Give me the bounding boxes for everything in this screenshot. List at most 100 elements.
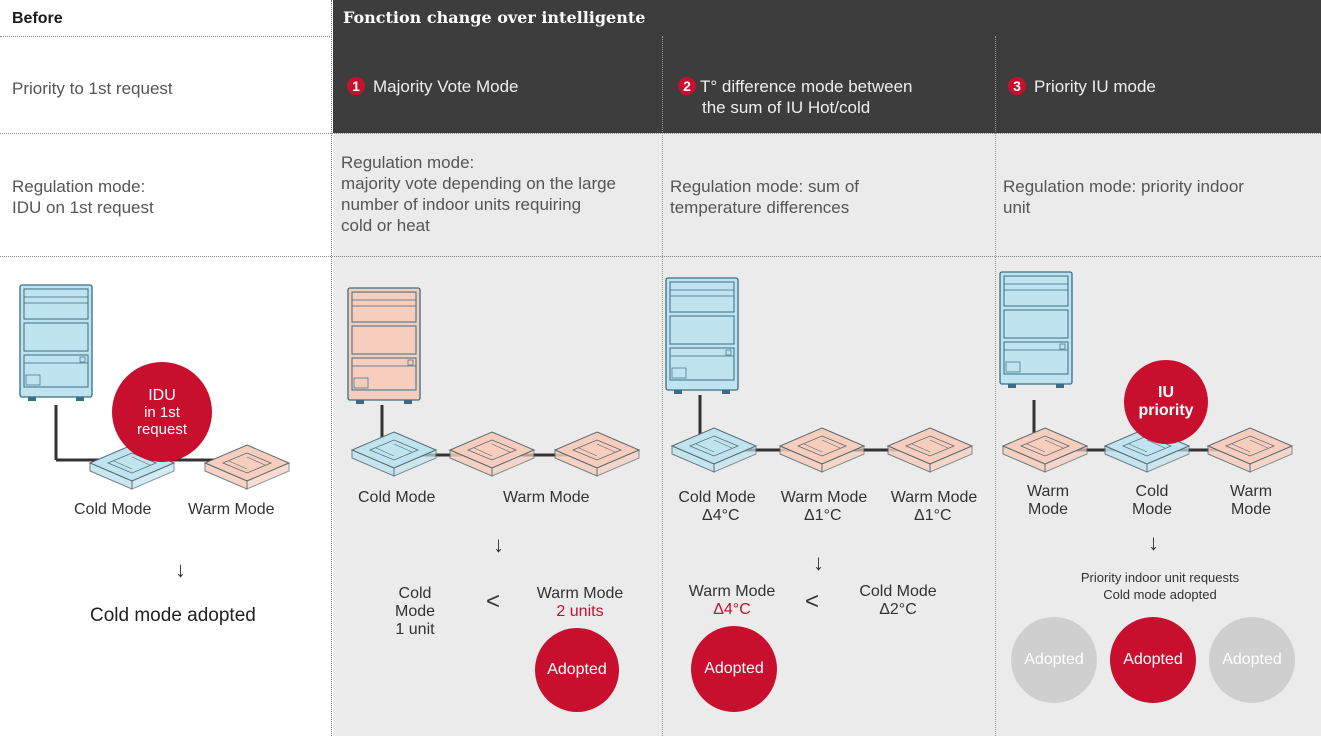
mode-title-text: Majority Vote Mode bbox=[373, 77, 519, 96]
regulation-line: unit bbox=[1003, 198, 1031, 217]
cold-mode-label: Cold Mode bbox=[358, 489, 436, 506]
adopted-badge-inactive: Adopted bbox=[1209, 617, 1295, 703]
badge-line: request bbox=[136, 420, 188, 438]
adopted-badge-inactive: Adopted bbox=[1011, 617, 1097, 703]
regulation-line: Regulation mode: priority indoor bbox=[1003, 177, 1244, 196]
less-than-sign: < bbox=[805, 588, 820, 615]
unit-label-line: Warm bbox=[1026, 483, 1070, 500]
unit-label: Warm Mode bbox=[1216, 483, 1286, 519]
down-arrow-icon: ↓ bbox=[493, 532, 504, 557]
indoor-unit-warm bbox=[1207, 427, 1293, 473]
mode-number-badge: 3 bbox=[1008, 77, 1026, 95]
indoor-unit-cold bbox=[671, 427, 757, 473]
unit-label-line: Mode bbox=[1230, 501, 1272, 518]
iu-priority-badge: IU priority bbox=[1124, 360, 1208, 444]
result-line: Priority indoor unit requests bbox=[1080, 570, 1240, 585]
less-than-sign: < bbox=[486, 588, 501, 615]
result-line: Warm Mode bbox=[536, 585, 624, 602]
result-line: 2 units bbox=[556, 603, 604, 620]
unit-label-line: Δ4°C bbox=[702, 507, 740, 524]
result-line: Warm Mode bbox=[688, 583, 776, 600]
mode-1-right-result: Warm Mode 2 units bbox=[530, 585, 630, 621]
column-divider bbox=[995, 36, 996, 736]
column-divider bbox=[331, 0, 332, 736]
adopted-badge: Adopted bbox=[691, 626, 777, 712]
unit-label-line: Warm bbox=[1229, 483, 1273, 500]
outdoor-unit-cold bbox=[19, 284, 93, 402]
indoor-unit-warm bbox=[1002, 427, 1088, 473]
badge-line: IU bbox=[1158, 384, 1174, 401]
unit-label: Warm Mode bbox=[1013, 483, 1083, 519]
badge-line: IDU bbox=[148, 386, 176, 404]
priority-label: Priority to 1st request bbox=[12, 79, 173, 98]
regulation-line: temperature differences bbox=[670, 198, 850, 217]
title-header: Fonction change over intelligente bbox=[333, 0, 1321, 36]
unit-label-line: Δ1°C bbox=[914, 507, 952, 524]
unit-label: Warm Mode Δ1°C bbox=[774, 489, 874, 525]
regulation-line: cold or heat bbox=[341, 216, 430, 235]
column-divider bbox=[662, 36, 663, 736]
outdoor-unit-warm bbox=[347, 287, 421, 405]
down-arrow-icon: ↓ bbox=[813, 550, 824, 575]
mode-1-title: 1 Majority Vote Mode bbox=[347, 76, 519, 97]
adopted-badge: Adopted bbox=[1110, 617, 1196, 703]
mode-3-result: Priority indoor unit requests Cold mode … bbox=[1060, 569, 1260, 603]
result-line: Cold mode adopted bbox=[1103, 587, 1217, 602]
mode-2-left-result: Warm Mode Δ4°C bbox=[682, 583, 782, 619]
warm-mode-label: Warm Mode bbox=[188, 501, 275, 518]
down-arrow-icon: ↓ bbox=[175, 557, 186, 582]
indoor-unit-cold bbox=[351, 431, 437, 477]
result-line: Δ4°C bbox=[713, 601, 751, 618]
mode-2-regulation: Regulation mode: sum of temperature diff… bbox=[670, 176, 859, 218]
mode-title-text: the sum of IU Hot/cold bbox=[702, 98, 871, 117]
result-line: 1 unit bbox=[395, 621, 435, 638]
regulation-line: IDU on 1st request bbox=[12, 198, 154, 217]
indoor-unit-warm bbox=[779, 427, 865, 473]
outdoor-unit-cold bbox=[665, 277, 739, 395]
result-line: Δ2°C bbox=[879, 601, 917, 618]
cold-mode-label: Cold Mode bbox=[74, 501, 152, 518]
mode-number-badge: 1 bbox=[347, 77, 365, 95]
regulation-line: Regulation mode: sum of bbox=[670, 177, 859, 196]
row-divider bbox=[0, 256, 1321, 257]
unit-label-line: Mode bbox=[1027, 501, 1069, 518]
unit-label-line: Warm Mode bbox=[890, 489, 978, 506]
mode-title-text: Priority IU mode bbox=[1034, 77, 1156, 96]
idu-first-request-badge: IDU in 1st request bbox=[112, 362, 212, 462]
regulation-line: Regulation mode: bbox=[12, 177, 146, 196]
outdoor-unit-cold bbox=[999, 271, 1073, 389]
warm-mode-label: Warm Mode bbox=[503, 489, 590, 506]
badge-line: priority bbox=[1138, 402, 1194, 419]
unit-label-line: Cold Mode bbox=[678, 489, 756, 506]
unit-label: Cold Mode Δ4°C bbox=[672, 489, 762, 525]
row-divider bbox=[0, 133, 1321, 134]
indoor-unit-warm bbox=[554, 431, 640, 477]
mode-3-title: 3 Priority IU mode bbox=[1008, 76, 1156, 97]
before-result: Cold mode adopted bbox=[90, 605, 256, 626]
row-divider bbox=[0, 36, 330, 37]
before-regulation: Regulation mode: IDU on 1st request bbox=[12, 176, 154, 218]
indoor-unit-warm bbox=[204, 444, 290, 490]
down-arrow-icon: ↓ bbox=[1148, 530, 1159, 555]
adopted-badge: Adopted bbox=[535, 628, 619, 712]
regulation-line: number of indoor units requiring bbox=[341, 195, 582, 214]
unit-label: Cold Mode bbox=[1117, 483, 1187, 519]
mode-1-left-result: Cold Mode 1 unit bbox=[380, 585, 450, 639]
mode-title-text: T° difference mode between bbox=[700, 77, 913, 96]
indoor-unit-warm bbox=[449, 431, 535, 477]
before-header: Before bbox=[12, 10, 63, 27]
mode-3-regulation: Regulation mode: priority indoor unit bbox=[1003, 176, 1244, 218]
unit-label-line: Warm Mode bbox=[780, 489, 868, 506]
result-line: Cold Mode bbox=[394, 585, 436, 620]
mode-number-badge: 2 bbox=[678, 77, 696, 95]
regulation-line: Regulation mode: bbox=[341, 153, 475, 172]
mode-2-right-result: Cold Mode Δ2°C bbox=[848, 583, 948, 619]
badge-line: in 1st bbox=[144, 403, 180, 421]
unit-label-line: Δ1°C bbox=[804, 507, 842, 524]
result-line: Cold Mode bbox=[859, 583, 937, 600]
modes-header-band bbox=[333, 36, 1321, 133]
unit-label-line: Mode bbox=[1131, 501, 1173, 518]
unit-label: Warm Mode Δ1°C bbox=[884, 489, 984, 525]
unit-label-line: Cold bbox=[1135, 483, 1169, 500]
